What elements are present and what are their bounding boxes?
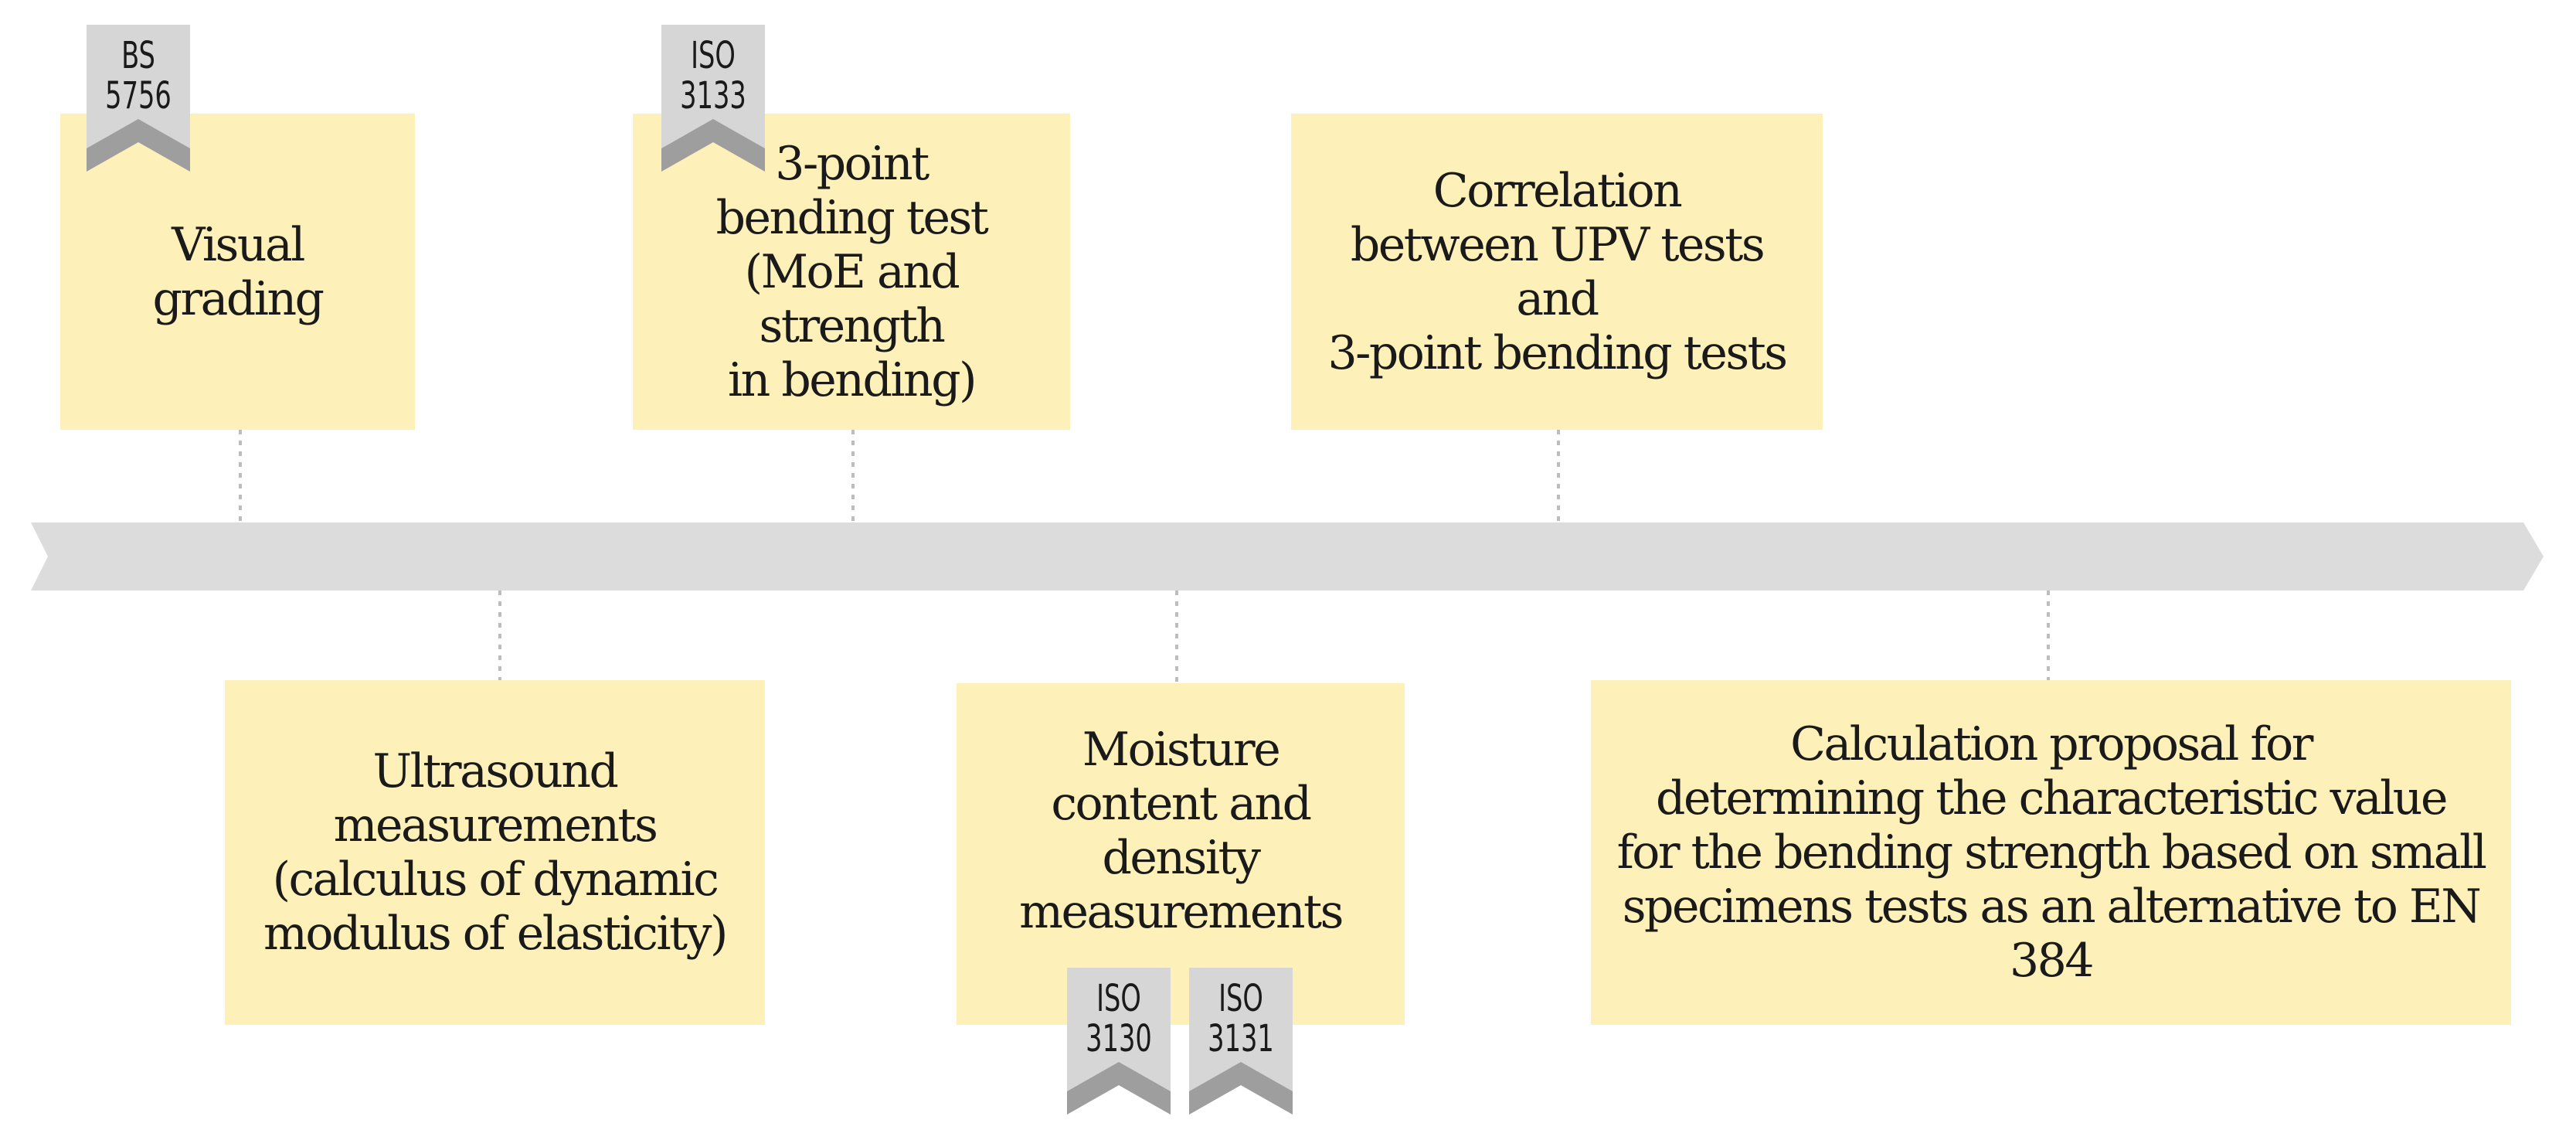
step-bending-test: 3-point bending test (MoE and strength i…	[633, 114, 1070, 430]
step-calculation: Calculation proposal for determining the…	[1591, 680, 2511, 1025]
step-bending-test-label: 3-point bending test (MoE and strength i…	[715, 136, 989, 407]
bookmark-icon	[661, 25, 765, 172]
bookmark-icon	[87, 25, 190, 172]
standard-tag-label: ISO 3133	[680, 34, 746, 117]
standard-tag-iso-3130: ISO 3130	[1067, 968, 1171, 1115]
bookmark-icon	[1067, 968, 1171, 1115]
step-calculation-text: Calculation proposal for determining the…	[1616, 717, 2487, 988]
standard-tag-iso-3131: ISO 3131	[1189, 968, 1293, 1115]
standard-tag-iso-3133: ISO 3133	[661, 25, 765, 172]
standard-tag-bs-5756: BS 5756	[87, 25, 190, 172]
bookmark-icon	[1189, 968, 1293, 1115]
step-visual-grading-label: Visual grading	[152, 217, 325, 326]
step-correlation-label: Correlation between UPV tests and 3-poin…	[1327, 163, 1788, 380]
step-moisture-label: Moisture content and density measurement…	[1019, 723, 1344, 939]
step-ultrasound-label: Ultrasound measurements (calculus of dyn…	[263, 744, 728, 961]
step-moisture: Moisture content and density measurement…	[957, 683, 1405, 1025]
step-ultrasound: Ultrasound measurements (calculus of dyn…	[225, 680, 765, 1025]
timeline-arrow	[31, 522, 2544, 591]
standard-tag-label: ISO 3131	[1208, 977, 1274, 1060]
standard-tag-label: BS 5756	[105, 34, 172, 117]
standard-tag-label: ISO 3130	[1086, 977, 1152, 1060]
step-correlation: Correlation between UPV tests and 3-poin…	[1291, 114, 1823, 430]
step-visual-grading: Visual grading	[60, 114, 415, 430]
